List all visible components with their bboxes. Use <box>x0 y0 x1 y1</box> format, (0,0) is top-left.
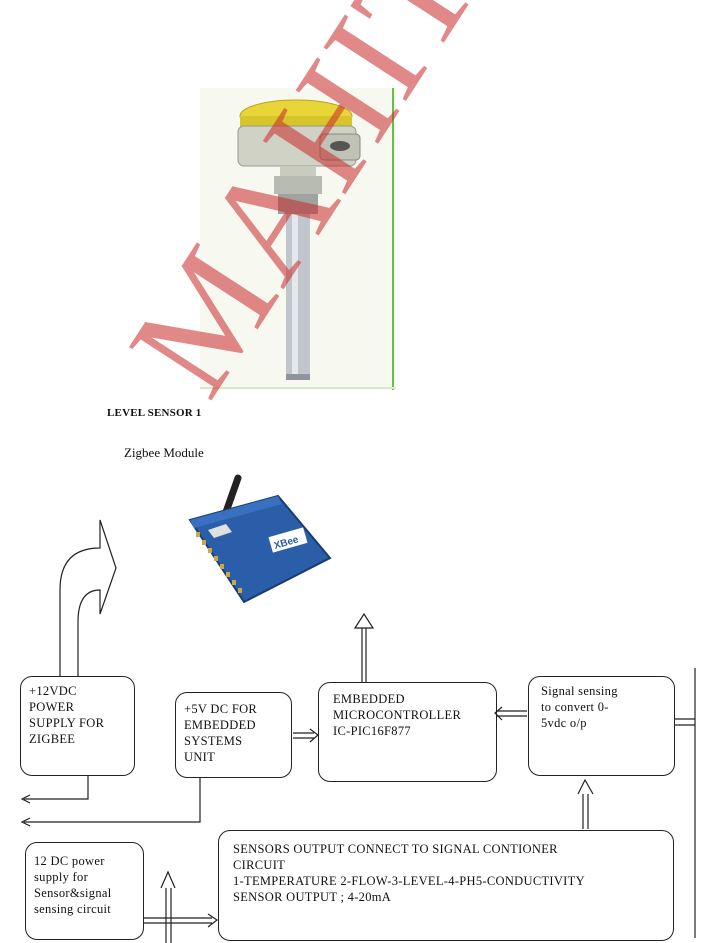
power5-left-arrowhead <box>20 817 31 827</box>
right-bus-line <box>674 668 696 938</box>
box-line: SENSORS OUTPUT CONNECT TO SIGNAL CONTION… <box>233 842 558 856</box>
box-line: IC-PIC16F877 <box>333 724 411 738</box>
power-to-mcu-arrowhead <box>309 728 319 743</box>
into-sensors-arrowhead <box>207 913 219 928</box>
power-to-mcu-arrow <box>293 732 314 739</box>
box-line: sensing circuit <box>34 902 112 916</box>
power12-left-arrowhead <box>20 794 31 804</box>
power5-left-arrow <box>24 778 201 823</box>
sensors-up-arrow <box>582 794 589 829</box>
box-line: Sensor&signal <box>34 886 112 900</box>
level-sensor-label: LEVEL SENSOR 1 <box>107 407 202 419</box>
box-line: MICROCONTROLLER <box>333 708 462 722</box>
box-line: 5vdc o/p <box>541 716 587 730</box>
box-line: EMBEDDED <box>333 692 405 706</box>
bottom-up-arrow <box>165 888 172 943</box>
box-line: SUPPLY FOR <box>29 716 105 730</box>
power-5v-embedded-box: +5V DC FOR EMBEDDED SYSTEMS UNIT <box>175 692 292 778</box>
mcu-up-arrow <box>361 628 367 682</box>
box-line: SENSOR OUTPUT ; 4-20mA <box>233 890 392 904</box>
signal-sensing-box: Signal sensing to convert 0- 5vdc o/p <box>528 676 675 776</box>
mcu-up-arrowhead <box>353 612 375 629</box>
curved-arrow-zigbee <box>59 519 117 676</box>
box-line: UNIT <box>184 750 216 764</box>
sensors-output-box: SENSORS OUTPUT CONNECT TO SIGNAL CONTION… <box>218 830 674 941</box>
box-line: to convert 0- <box>541 700 609 714</box>
box-line: CIRCUIT <box>233 858 286 872</box>
signal-to-mcu-arrowhead <box>494 706 503 721</box>
microcontroller-box: EMBEDDED MICROCONTROLLER IC-PIC16F877 <box>318 682 497 782</box>
box-line: 12 DC power <box>34 854 105 868</box>
box-line: POWER <box>29 700 75 714</box>
bottom-up-arrowhead <box>160 870 176 889</box>
power-12dc-sensor-box: 12 DC power supply for Sensor&signal sen… <box>25 842 144 940</box>
box-line: +12VDC <box>29 684 77 698</box>
xbee-module-image: XBee <box>178 472 338 612</box>
level-sensor-image <box>200 88 396 390</box>
box-line: supply for <box>34 870 89 884</box>
power-12v-zigbee-box: +12VDC POWER SUPPLY FOR ZIGBEE <box>20 676 135 776</box>
box-line: Signal sensing <box>541 684 618 698</box>
sensors-up-arrowhead <box>577 778 594 795</box>
box-line: EMBEDDED <box>184 718 256 732</box>
box-line: 1-TEMPERATURE 2-FLOW-3-LEVEL-4-PH5-CONDU… <box>233 874 585 888</box>
into-sensors-arrow <box>144 917 212 924</box>
box-line: SYSTEMS <box>184 734 243 748</box>
zigbee-module-label: Zigbee Module <box>124 445 204 460</box>
signal-to-mcu-arrow <box>497 710 527 717</box>
power12-left-arrow <box>24 776 89 800</box>
box-line: +5V DC FOR <box>184 702 258 716</box>
box-line: ZIGBEE <box>29 732 76 746</box>
